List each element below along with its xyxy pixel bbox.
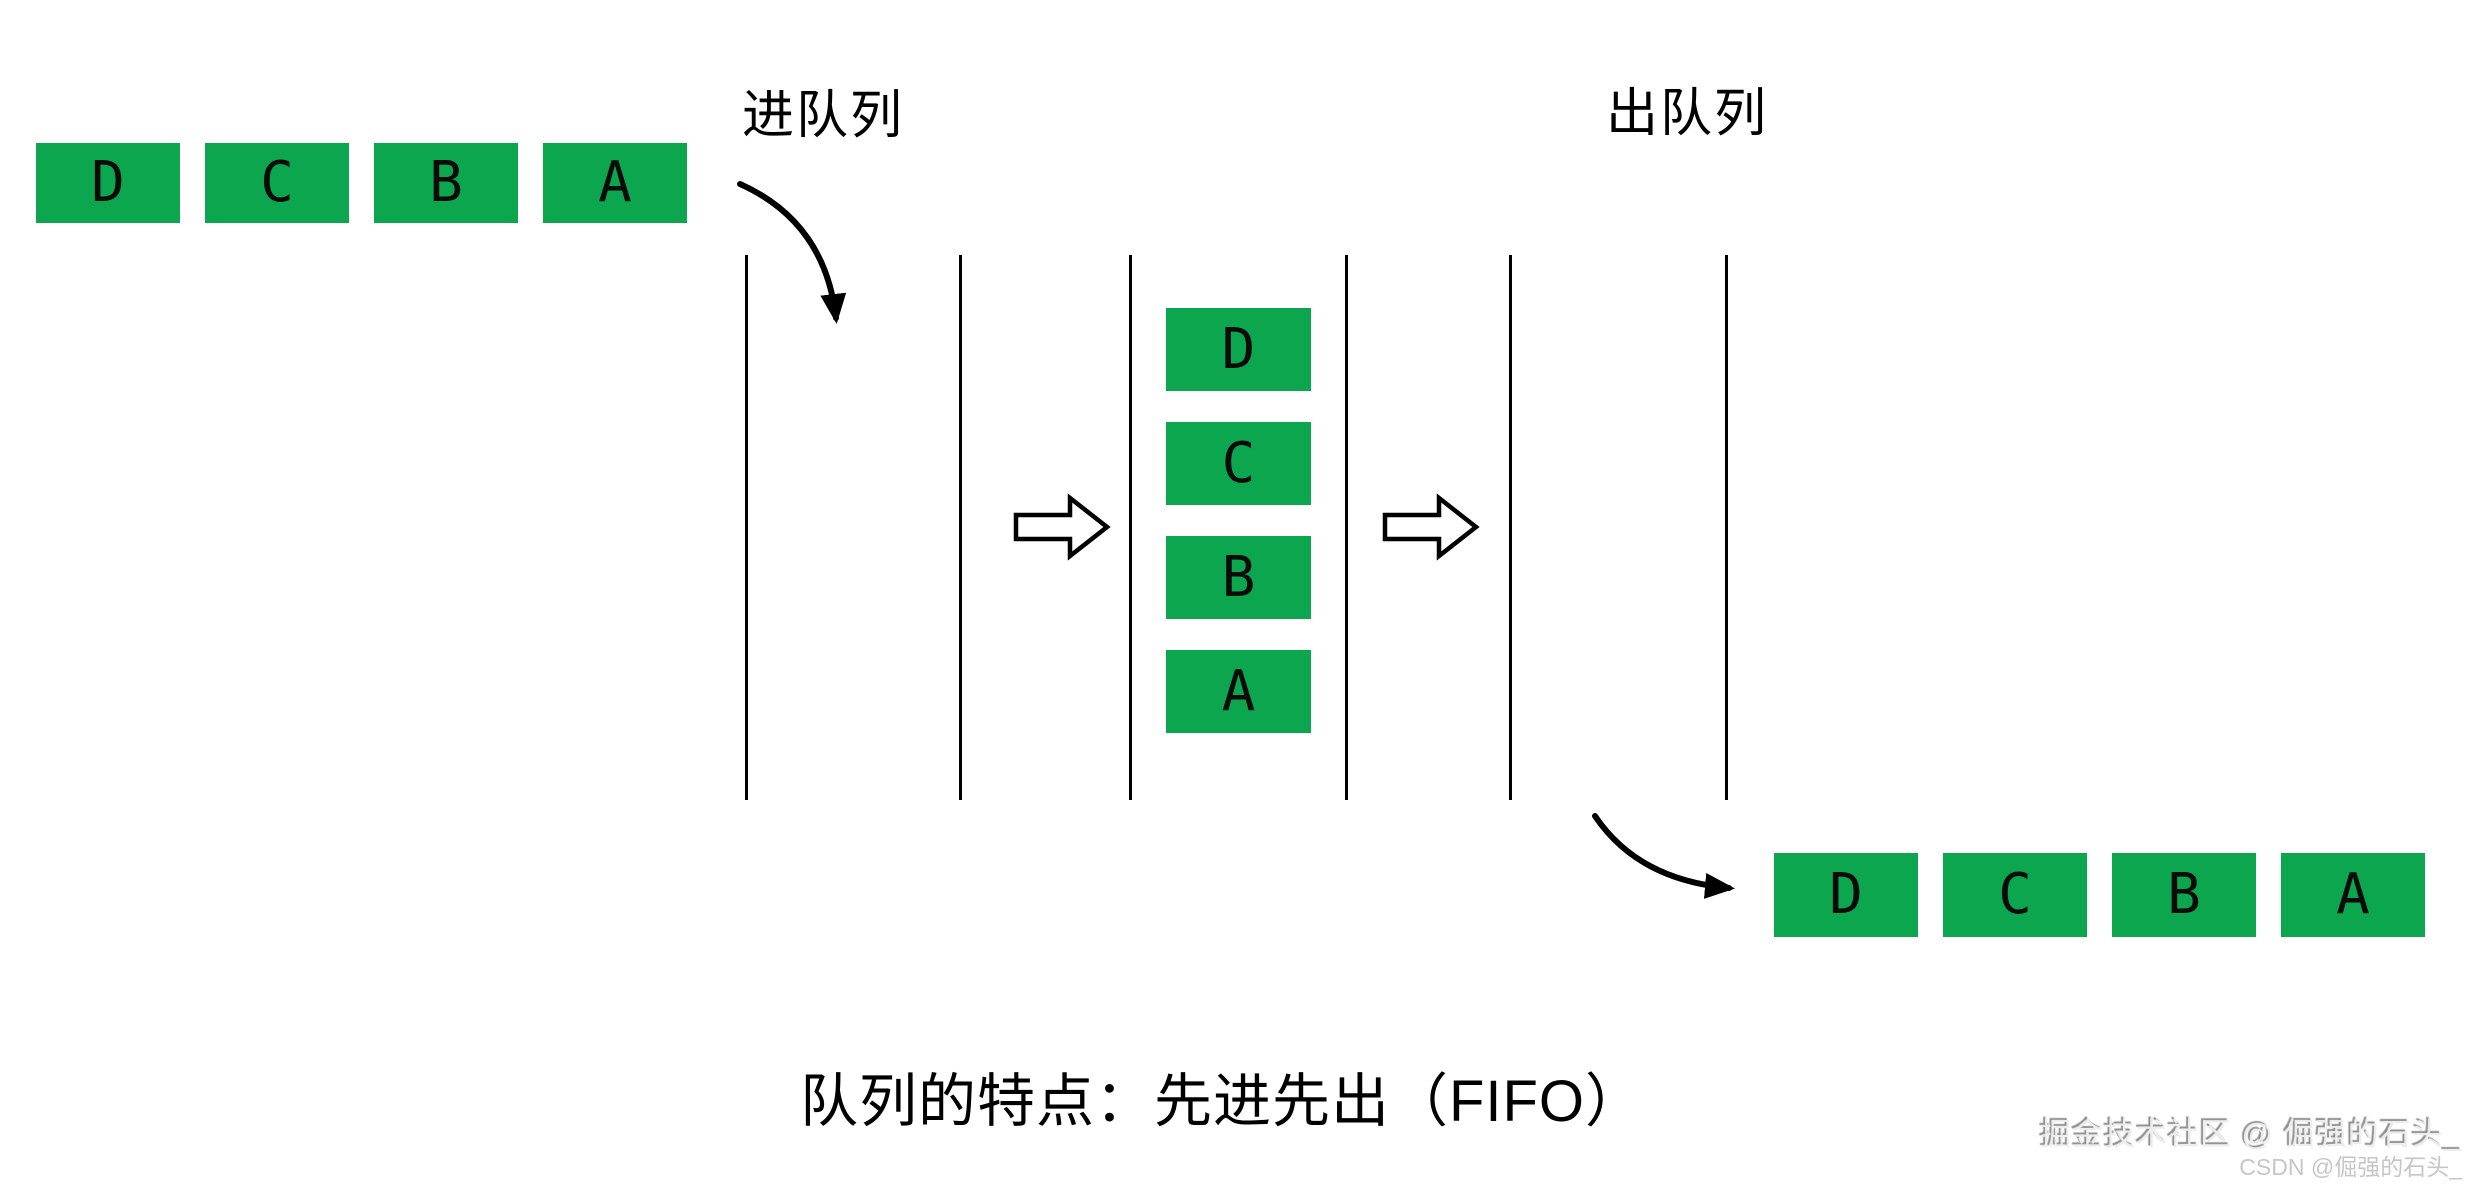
queue-item-box-b: B [2112, 853, 2256, 937]
queue-item-box-d: D [36, 143, 180, 223]
queue-wall-line-1 [745, 255, 748, 800]
dequeue-flow-arrow-icon [1382, 493, 1480, 561]
queue-item-box-b: B [374, 143, 518, 223]
dequeue-curve-arrow-icon [1592, 813, 1735, 899]
watermark-block: 掘金技术社区 @ 倔强的石头_ CSDN @倔强的石头_ [2040, 1117, 2462, 1181]
queue-wall-line-2 [959, 255, 962, 800]
queue-item-box-c: C [1166, 422, 1311, 505]
queue-wall-line-4 [1345, 255, 1348, 800]
queue-item-letter: A [2336, 862, 2370, 927]
csdn-watermark: CSDN @倔强的石头_ [2239, 1154, 2462, 1181]
enqueue-flow-arrow-icon [1013, 493, 1111, 561]
dequeue-label: 出队列 [1606, 85, 1769, 143]
queue-item-box-a: A [543, 143, 687, 223]
queue-item-box-b: B [1166, 536, 1311, 619]
enqueue-curve-arrow-icon [737, 181, 847, 324]
dequeue-result-row: D C B A [1774, 853, 2425, 937]
queue-item-box-c: C [205, 143, 349, 223]
queue-item-letter: C [260, 150, 294, 215]
queue-item-letter: A [1221, 658, 1256, 724]
queue-item-letter: C [1998, 862, 2032, 927]
queue-item-letter: A [598, 150, 632, 215]
queue-item-letter: B [429, 150, 463, 215]
queue-item-letter: D [1829, 862, 1863, 927]
queue-item-letter: C [1221, 430, 1256, 496]
queue-item-box-d: D [1166, 308, 1311, 391]
queue-wall-line-5 [1509, 255, 1512, 800]
queue-contents-stack: D C B A [1166, 308, 1311, 733]
queue-wall-line-6 [1725, 255, 1728, 800]
queue-item-box-a: A [1166, 650, 1311, 733]
enqueue-label: 进队列 [742, 87, 905, 145]
queue-item-letter: B [2167, 862, 2201, 927]
queue-item-letter: D [1221, 316, 1256, 382]
juejin-watermark: 掘金技术社区 @ 倔强的石头_ [2040, 1117, 2462, 1152]
fifo-caption: 队列的特点：先进先出（FIFO） [799, 1069, 1645, 1134]
enqueue-source-row: D C B A [36, 143, 687, 223]
queue-item-letter: D [91, 150, 125, 215]
queue-item-box-d: D [1774, 853, 1918, 937]
queue-wall-line-3 [1129, 255, 1132, 800]
queue-item-box-a: A [2281, 853, 2425, 937]
queue-item-box-c: C [1943, 853, 2087, 937]
queue-item-letter: B [1221, 544, 1256, 610]
